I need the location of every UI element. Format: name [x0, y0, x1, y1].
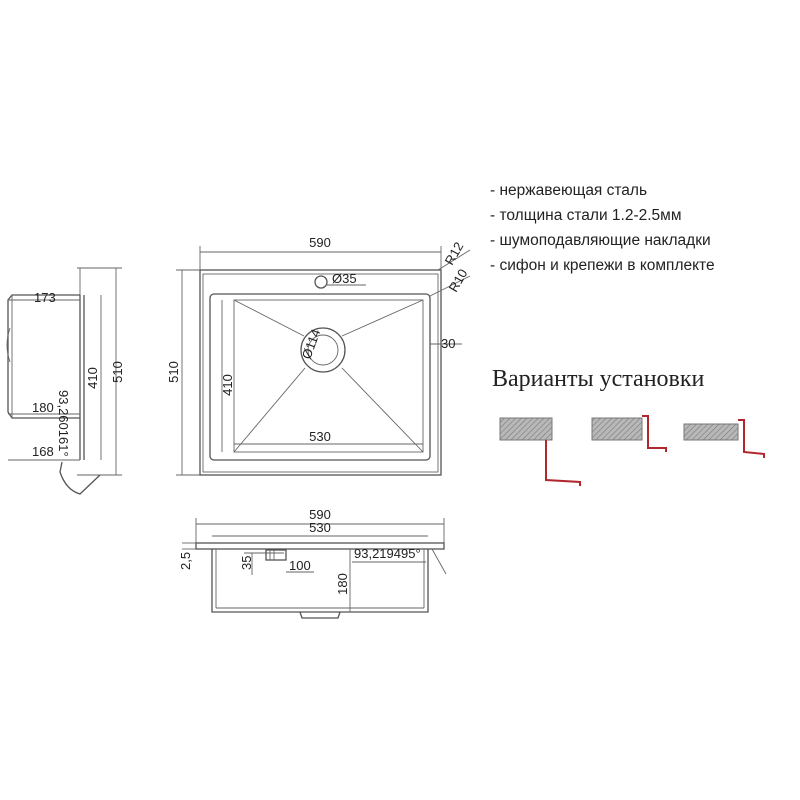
side-top-dimension: 173	[34, 290, 56, 305]
drain-diameter-label: Ø114	[299, 327, 324, 361]
undermount-option	[499, 417, 581, 486]
bowl-depth-dimension: 410	[220, 374, 235, 396]
installation-options-title: Варианты установки	[492, 366, 705, 392]
tap-hole-label: Ø35	[332, 271, 357, 286]
inner-radius-label: R10	[446, 266, 471, 294]
feature-list: - нержавеющая сталь - толщина стали 1.2-…	[490, 178, 715, 278]
sink-top-flange	[202, 273, 439, 473]
bowl-inner-outline	[233, 299, 424, 453]
feature-item: - сифон и крепежи в комплекте	[490, 257, 715, 274]
side-total-dimension: 510	[110, 361, 125, 383]
overflow-width-dimension: 100	[289, 558, 311, 573]
feature-item: - шумоподавляющие накладки	[490, 232, 711, 249]
installation-options	[499, 415, 765, 486]
bowl-slope-line	[341, 367, 424, 453]
bowl-slope-line	[341, 299, 424, 337]
front-thickness-dimension: 2,5	[178, 552, 193, 570]
top-mount-option	[683, 419, 765, 458]
drain-hole-outer	[300, 327, 346, 373]
flush-mount-option	[591, 415, 667, 452]
side-view: 410 510 173 180 168 93,260161°	[6, 267, 125, 495]
plan-view: 590 510 410 530 R12 R10 Ø35 Ø114 30	[166, 235, 471, 476]
side-bottom-dimension: 168	[32, 444, 54, 459]
side-width-dimension: 410	[85, 367, 100, 389]
front-depth-dimension: 180	[335, 573, 350, 595]
front-angle-label: 93,219495°	[354, 546, 421, 561]
bowl-slope-line	[233, 367, 306, 453]
plan-depth-dimension: 510	[166, 361, 181, 383]
outer-radius-label: R12	[442, 239, 467, 267]
side-depth-dimension: 180	[32, 400, 54, 415]
bowl-outline	[209, 293, 431, 461]
rim-width-label: 30	[441, 336, 455, 351]
sink-outer-outline	[199, 269, 442, 476]
feature-item: - нержавеющая сталь	[490, 182, 648, 199]
front-bowl-width-dimension: 530	[309, 520, 331, 535]
feature-item: - толщина стали 1.2-2.5мм	[490, 207, 682, 224]
bowl-width-dimension: 530	[309, 429, 331, 444]
tap-hole	[314, 275, 328, 289]
plan-width-dimension: 590	[309, 235, 331, 250]
front-view: 590 530 2,5 35 100 180 93,219495°	[178, 507, 447, 619]
front-width-dimension: 590	[309, 507, 331, 522]
side-angle-label: 93,260161°	[56, 390, 71, 457]
drain-hole-inner	[307, 334, 339, 366]
overflow-height-dimension: 35	[239, 556, 254, 570]
bowl-slope-line	[233, 299, 305, 337]
